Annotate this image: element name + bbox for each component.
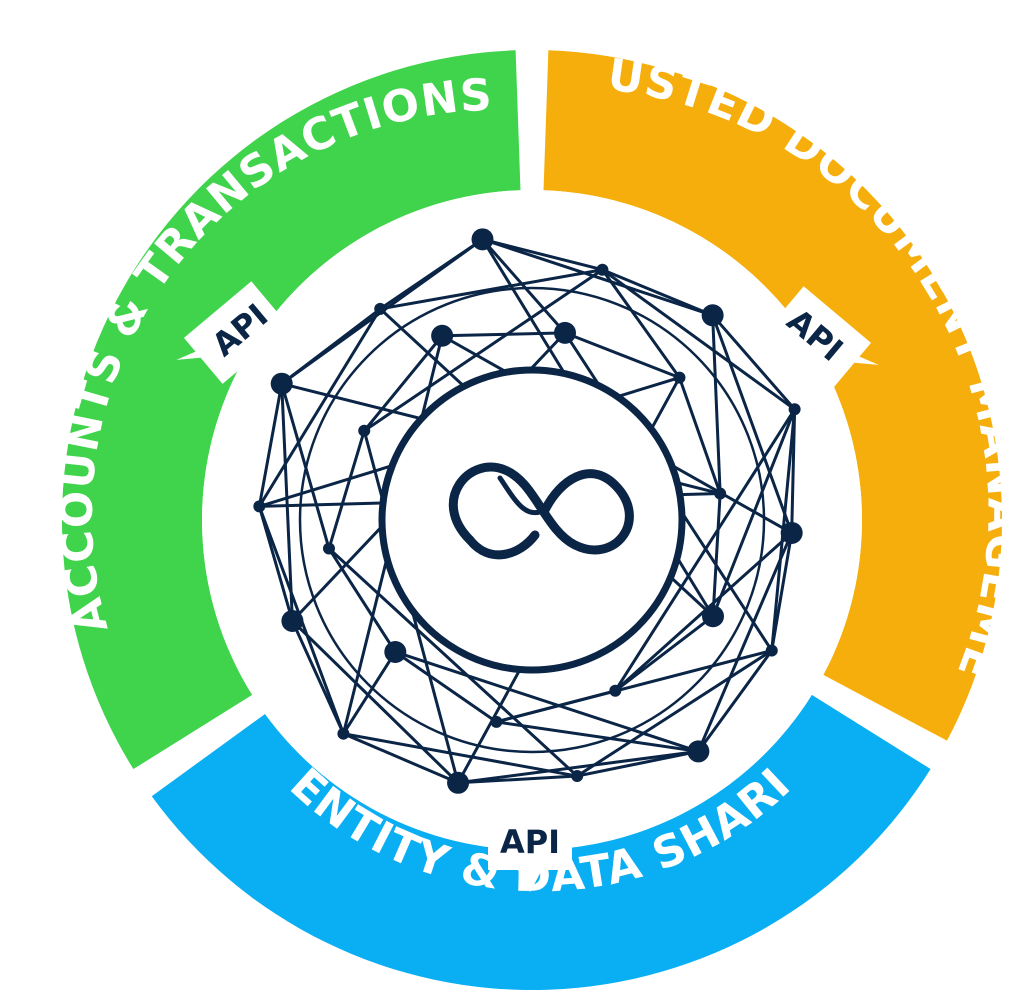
network-node xyxy=(337,727,350,740)
network-link xyxy=(362,334,444,433)
network-link xyxy=(711,313,794,535)
network-node xyxy=(609,684,622,697)
network-node xyxy=(571,770,584,783)
network-link xyxy=(600,268,681,380)
center-hub xyxy=(378,366,686,674)
network-link xyxy=(341,650,397,736)
network-node xyxy=(322,542,335,555)
api-tag-shape xyxy=(765,286,879,389)
network-link xyxy=(280,382,294,623)
network-link xyxy=(575,649,774,778)
network-link xyxy=(290,619,460,785)
network-link xyxy=(494,689,617,724)
api-tag-label: API xyxy=(500,823,560,861)
network-node xyxy=(780,521,803,544)
network-node xyxy=(253,500,266,513)
hub-circle xyxy=(378,366,686,674)
network-link xyxy=(440,331,567,338)
network-link xyxy=(362,268,604,433)
network-ring xyxy=(298,286,766,754)
api-tag-documents: API xyxy=(765,286,879,389)
network-node xyxy=(596,263,609,276)
network-node xyxy=(765,644,778,657)
network-link xyxy=(481,237,567,335)
network-link xyxy=(393,650,700,753)
api-tag-shape xyxy=(176,281,290,384)
network-link xyxy=(494,720,700,753)
network-node xyxy=(714,487,727,500)
network-link xyxy=(257,382,284,508)
network-node xyxy=(358,424,371,437)
network-node xyxy=(701,304,724,327)
network-link xyxy=(257,504,294,623)
network-node xyxy=(553,321,576,344)
network-link xyxy=(613,407,797,693)
network-link xyxy=(341,732,579,778)
network-link xyxy=(600,268,797,411)
network-node xyxy=(374,302,387,315)
segment-identity xyxy=(151,694,931,990)
network-link xyxy=(456,749,700,785)
network-node xyxy=(281,609,304,632)
segment-accounts xyxy=(62,50,521,770)
network-link xyxy=(613,614,715,693)
network-node xyxy=(471,228,494,251)
infinity-knot-logo xyxy=(448,462,634,560)
segment-documents xyxy=(543,50,1002,741)
network-link xyxy=(378,237,485,311)
network-link xyxy=(696,531,794,753)
network-node xyxy=(702,605,725,628)
network-node xyxy=(687,740,710,763)
network-link xyxy=(770,531,794,653)
network-link xyxy=(327,547,397,654)
network-link xyxy=(600,268,715,317)
network-link xyxy=(563,331,681,380)
network-link xyxy=(327,429,366,551)
network-link xyxy=(378,268,604,311)
network-link xyxy=(711,313,722,496)
network-node xyxy=(490,715,503,728)
network-link xyxy=(393,650,498,724)
network-link xyxy=(456,774,579,785)
outer-ring xyxy=(62,50,1002,990)
network-link xyxy=(327,547,579,778)
network-link xyxy=(341,732,460,785)
network-link xyxy=(696,649,774,753)
network-node xyxy=(270,372,293,395)
api-tag-identity: API xyxy=(488,820,572,892)
network-link xyxy=(257,307,382,508)
network-link xyxy=(711,492,722,618)
network-link xyxy=(677,376,722,496)
network-node xyxy=(447,771,470,794)
network-node xyxy=(384,640,407,663)
network-link xyxy=(481,237,715,317)
network-node xyxy=(788,403,801,416)
api-tag-shape xyxy=(488,820,572,892)
network-node xyxy=(431,324,454,347)
network-link xyxy=(711,313,797,411)
network-node xyxy=(673,371,686,384)
